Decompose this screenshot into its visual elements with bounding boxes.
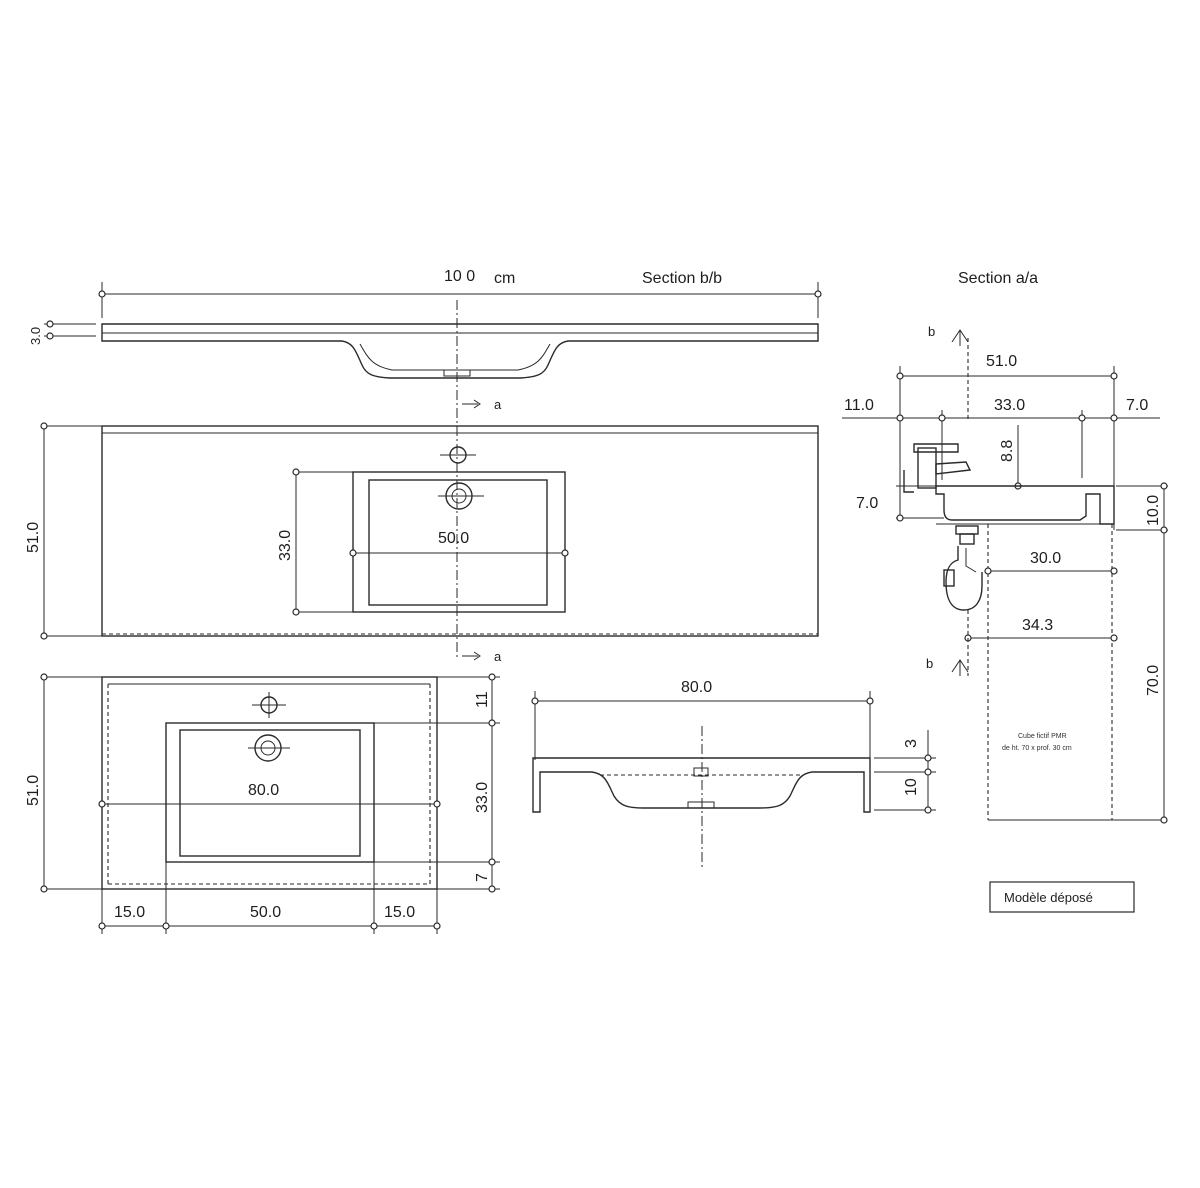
small-section-basin-depth-label: 10: [903, 778, 920, 796]
tap-height-label: 8.8: [999, 440, 1016, 462]
front-offset-label: 7.0: [1126, 397, 1148, 414]
small-section-profile: [532, 757, 871, 813]
top-thickness-label: 10.0: [1145, 495, 1162, 526]
registered-design-badge: Modèle déposé: [989, 881, 1135, 913]
small-basin-width-label: 50.0: [250, 904, 281, 921]
small-countertop-outline: [101, 676, 438, 890]
clearance-height-label: 70.0: [1145, 665, 1162, 696]
small-basin-outer: [165, 722, 375, 863]
small-depth-label: 51.0: [25, 775, 42, 806]
countertop-outline: [101, 425, 819, 637]
right-margin-label: 15.0: [384, 904, 415, 921]
registered-design-label: Modèle déposé: [1004, 890, 1093, 905]
section-aa-profile: [935, 485, 1115, 525]
overall-width-label: 10 0: [444, 268, 475, 285]
pmr-note-line-2: de ht. 70 x prof. 30 cm: [1002, 745, 1072, 752]
basin-outer: [352, 471, 566, 613]
small-section-view: 80.0 3 10: [531, 679, 936, 870]
small-bottom-offset-label: 7: [474, 873, 491, 882]
section-bb-title: Section b/b: [642, 270, 722, 287]
small-plan-view: 80.0 51.0 11 33.0 7 15.0 50.0 15.0: [25, 673, 500, 934]
basin-inner: [368, 479, 548, 606]
siphon-icon: [943, 525, 983, 611]
depth-label: 51.0: [25, 522, 42, 553]
small-basin-depth-label: 33.0: [474, 782, 491, 813]
drain-height-label: 7.0: [856, 495, 878, 512]
section-bb-view: 10 0 cm Section b/b 3.0: [28, 268, 822, 660]
large-plan-view: 50.0 33.0 51.0: [25, 422, 819, 640]
small-overall-width-label: 80.0: [248, 782, 279, 799]
small-section-width-label: 80.0: [681, 679, 712, 696]
small-top-offset-label: 11: [474, 691, 491, 708]
section-a-marker-top: a: [494, 397, 502, 412]
total-depth-label: 51.0: [986, 353, 1017, 370]
clearance-depth-2-label: 34.3: [1022, 617, 1053, 634]
unit-label: cm: [494, 270, 515, 287]
section-aa-view: Section a/a b b 51.0 11.0 33.0 7.0: [842, 270, 1168, 824]
pmr-note-line-1: Cube fictif PMR: [1018, 733, 1067, 740]
section-aa-title: Section a/a: [958, 270, 1038, 287]
section-a-marker-bottom: a: [494, 649, 502, 664]
section-b-marker-top: b: [928, 324, 935, 339]
basin-length-label: 33.0: [994, 397, 1025, 414]
section-b-marker-bottom: b: [926, 656, 933, 671]
small-basin-inner: [179, 729, 361, 857]
section-a-markers: a a: [462, 397, 502, 664]
basin-depth-label: 33.0: [277, 530, 294, 561]
small-section-thickness-label: 3: [903, 739, 920, 748]
countertop-section-profile: [101, 323, 819, 379]
tap-icon: [903, 443, 972, 493]
left-margin-label: 15.0: [114, 904, 145, 921]
clearance-depth-1-label: 30.0: [1030, 550, 1061, 567]
thickness-label: 3.0: [28, 327, 43, 345]
rear-offset-label: 11.0: [844, 397, 874, 414]
basin-width-label: 50.0: [438, 530, 469, 547]
